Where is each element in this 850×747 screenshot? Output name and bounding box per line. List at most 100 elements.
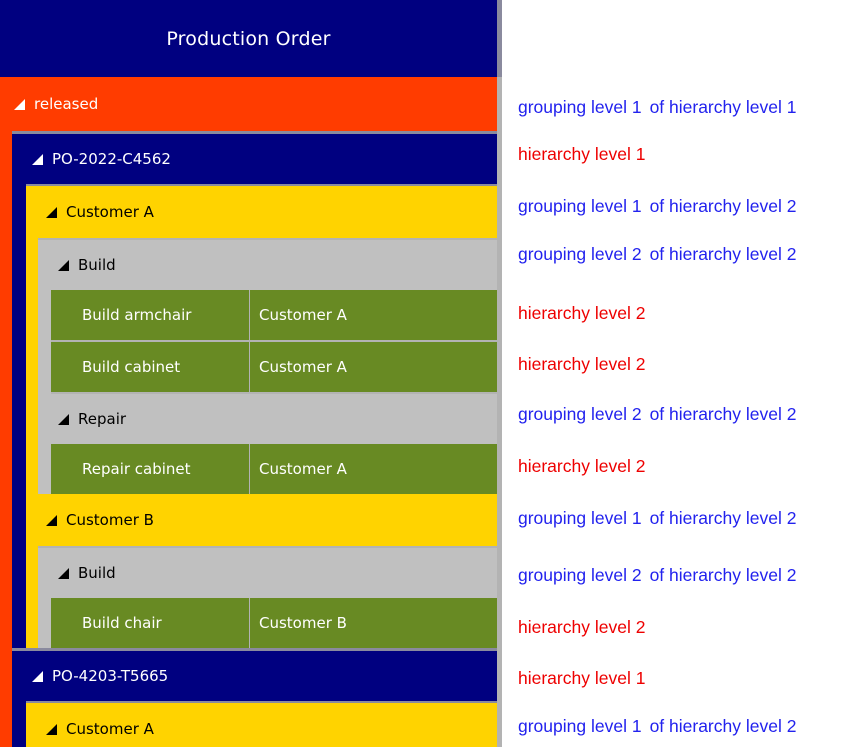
group-build-customer-a-label: Build — [78, 256, 116, 274]
annotation-grouping-12: grouping level 1 of hierarchy level 2 — [518, 716, 796, 737]
group-order-po-2022-c4562-label: PO-2022-C4562 — [52, 150, 171, 168]
panel-scroll-area[interactable]: Production Order released — [0, 0, 497, 747]
table-row[interactable]: Build cabinet Customer A — [51, 342, 497, 392]
annotation-text-primary: hierarchy level 1 — [518, 144, 646, 164]
annotation-text-primary: grouping level 2 — [518, 244, 642, 264]
cell-customer: Customer A — [259, 460, 347, 478]
table-row[interactable]: Build armchair Customer A — [51, 290, 497, 340]
group-customer-b-order1[interactable]: Customer B Bu — [26, 494, 497, 648]
group-repair-customer-a-children: Repair cabinet Customer A — [38, 444, 497, 494]
vertical-scrollbar-thumb[interactable] — [497, 0, 502, 77]
expand-triangle-icon[interactable] — [14, 98, 25, 110]
group-build-customer-b[interactable]: Build Build chair Customer B — [38, 548, 497, 648]
group-customer-a-order2-label: Customer A — [66, 720, 154, 738]
cell-operation: Build chair — [51, 598, 250, 648]
annotation-text-primary: hierarchy level 2 — [518, 354, 646, 374]
annotation-text-secondary: of hierarchy level 1 — [649, 97, 797, 117]
divider — [26, 184, 497, 186]
annotation-column: grouping level 1 of hierarchy level 1 hier… — [502, 0, 850, 747]
annotation-text-primary: grouping level 2 — [518, 404, 642, 424]
annotation-hierarchy-7: hierarchy level 2 — [518, 456, 645, 477]
group-order-po-4203-t5665-label: PO-4203-T5665 — [52, 667, 169, 685]
panel-title-bar: Production Order — [0, 0, 497, 77]
annotation-text-secondary: of hierarchy level 2 — [649, 404, 797, 424]
group-build-customer-a-header[interactable]: Build — [38, 240, 497, 290]
group-build-customer-b-header[interactable]: Build — [38, 548, 497, 598]
divider — [51, 392, 497, 394]
annotation-text-primary: hierarchy level 2 — [518, 617, 646, 637]
divider — [12, 131, 497, 134]
cell-customer: Customer A — [259, 358, 347, 376]
annotation-text-secondary: of hierarchy level 2 — [649, 196, 797, 216]
annotation-text-primary: hierarchy level 2 — [518, 303, 646, 323]
annotation-hierarchy-11: hierarchy level 1 — [518, 668, 645, 689]
annotation-text-primary: grouping level 1 — [518, 508, 642, 528]
annotation-text-secondary: of hierarchy level 2 — [649, 508, 797, 528]
group-customer-a-order1-header[interactable]: Customer A — [26, 186, 497, 238]
annotation-text-secondary: of hierarchy level 2 — [649, 716, 797, 736]
cell-operation: Repair cabinet — [51, 444, 250, 494]
group-customer-a-order1[interactable]: Customer A — [26, 186, 497, 494]
vertical-scrollbar[interactable] — [497, 0, 502, 747]
expand-triangle-icon[interactable] — [58, 413, 69, 425]
expand-triangle-icon[interactable] — [58, 259, 69, 271]
group-order-po-2022-c4562-children: Customer A — [12, 184, 497, 648]
group-build-customer-a[interactable]: Build Build armchair Customer A — [38, 240, 497, 394]
expand-triangle-icon[interactable] — [46, 206, 57, 218]
annotation-text-primary: grouping level 1 — [518, 716, 642, 736]
annotation-hierarchy-1: hierarchy level 1 — [518, 144, 645, 165]
group-customer-a-order1-children: Build Build armchair Customer A — [26, 238, 497, 494]
annotation-text-primary: grouping level 1 — [518, 196, 642, 216]
group-repair-customer-a-label: Repair — [78, 410, 127, 428]
group-released-children: PO-2022-C4562 Customer A — [0, 131, 497, 747]
group-customer-a-order2-header[interactable]: Customer A — [26, 703, 497, 747]
group-order-po-2022-c4562-header[interactable]: PO-2022-C4562 — [12, 134, 497, 184]
group-customer-b-order1-header[interactable]: Customer B — [26, 494, 497, 546]
group-customer-b-order1-label: Customer B — [66, 511, 154, 529]
annotation-grouping-0: grouping level 1 of hierarchy level 1 — [518, 97, 796, 118]
group-build-customer-a-children: Build armchair Customer A Build cabinet … — [38, 290, 497, 394]
production-order-panel: Production Order released — [0, 0, 502, 747]
annotation-grouping-6: grouping level 2 of hierarchy level 2 — [518, 404, 796, 425]
annotation-text-primary: hierarchy level 2 — [518, 456, 646, 476]
divider — [38, 238, 497, 240]
expand-triangle-icon[interactable] — [32, 153, 43, 165]
group-order-po-4203-t5665[interactable]: PO-4203-T5665 Customer A — [12, 651, 497, 747]
annotation-hierarchy-10: hierarchy level 2 — [518, 617, 645, 638]
divider — [51, 340, 497, 342]
annotation-hierarchy-4: hierarchy level 2 — [518, 303, 645, 324]
page-title: Production Order — [166, 27, 331, 50]
group-build-customer-b-label: Build — [78, 564, 116, 582]
group-customer-b-order1-children: Build Build chair Customer B — [26, 546, 497, 648]
group-build-customer-b-children: Build chair Customer B — [38, 598, 497, 648]
group-customer-a-order1-label: Customer A — [66, 203, 154, 221]
cell-operation: Build cabinet — [51, 342, 250, 392]
group-repair-customer-a-header[interactable]: Repair — [38, 394, 497, 444]
group-order-po-2022-c4562[interactable]: PO-2022-C4562 Customer A — [12, 134, 497, 648]
annotation-grouping-3: grouping level 2 of hierarchy level 2 — [518, 244, 796, 265]
cell-operation: Build armchair — [51, 290, 250, 340]
annotation-text-secondary: of hierarchy level 2 — [649, 565, 797, 585]
annotation-hierarchy-5: hierarchy level 2 — [518, 354, 645, 375]
group-released-label: released — [34, 95, 99, 113]
annotation-text-primary: hierarchy level 1 — [518, 668, 646, 688]
expand-triangle-icon[interactable] — [58, 567, 69, 579]
group-customer-a-order2[interactable]: Customer A — [26, 703, 497, 747]
divider — [38, 546, 497, 548]
divider — [12, 648, 497, 651]
group-repair-customer-a[interactable]: Repair Repair cabinet Customer A — [38, 394, 497, 494]
table-row[interactable]: Build chair Customer B — [51, 598, 497, 648]
group-order-po-4203-t5665-children: Customer A — [12, 701, 497, 747]
expand-triangle-icon[interactable] — [32, 670, 43, 682]
group-order-po-4203-t5665-header[interactable]: PO-4203-T5665 — [12, 651, 497, 701]
cell-customer: Customer B — [259, 614, 347, 632]
expand-triangle-icon[interactable] — [46, 514, 57, 526]
annotation-text-primary: grouping level 1 — [518, 97, 642, 117]
group-released[interactable]: released PO-2022-C4562 — [0, 77, 497, 747]
expand-triangle-icon[interactable] — [46, 723, 57, 735]
annotation-text-secondary: of hierarchy level 2 — [649, 244, 797, 264]
table-row[interactable]: Repair cabinet Customer A — [51, 444, 497, 494]
group-released-header[interactable]: released — [0, 77, 497, 131]
